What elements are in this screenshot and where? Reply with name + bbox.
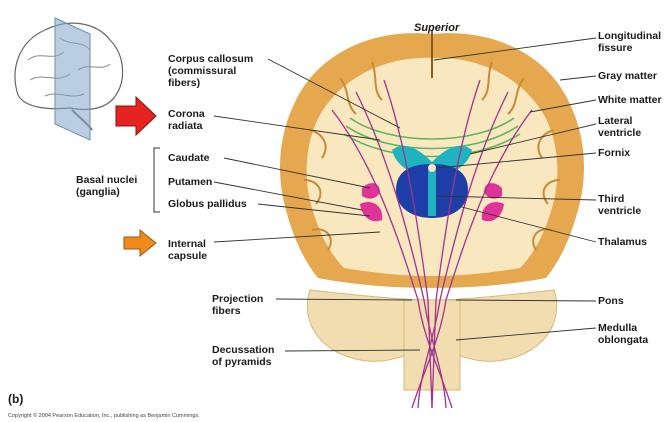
brain-thumbnail-icon <box>15 18 123 140</box>
label-caudate: Caudate <box>168 152 209 164</box>
label-corona-radiata: Corona radiata <box>168 108 205 132</box>
label-decussation-of-pyramids: Decussation of pyramids <box>212 344 274 368</box>
label-lateral-ventricle: Lateral ventricle <box>598 115 641 139</box>
label-white-matter: White matter <box>598 94 662 106</box>
orange-arrow-icon <box>124 230 156 256</box>
label-medulla-oblongata: Medulla oblongata <box>598 322 648 346</box>
label-globus-pallidus: Globus pallidus <box>168 198 247 210</box>
copyright-notice: Copyright © 2004 Pearson Education, Inc.… <box>8 410 200 422</box>
label-fornix: Fornix <box>598 147 630 159</box>
third-ventricle <box>428 170 436 216</box>
basal-nuclei-bracket <box>154 148 160 212</box>
label-thalamus: Thalamus <box>598 236 647 248</box>
label-corpus-callosum: Corpus callosum (commissural fibers) <box>168 53 253 89</box>
fornix <box>428 164 436 172</box>
label-third-ventricle: Third ventricle <box>598 193 641 217</box>
label-superior: Superior <box>414 22 459 34</box>
label-basal-nuclei: Basal nuclei (ganglia) <box>76 174 137 198</box>
label-pons: Pons <box>598 295 624 307</box>
label-gray-matter: Gray matter <box>598 70 657 82</box>
panel-label: (b) <box>8 393 23 405</box>
label-internal-capsule: Internal capsule <box>168 238 207 262</box>
red-arrow-icon <box>116 97 156 135</box>
label-projection-fibers: Projection fibers <box>212 293 263 317</box>
label-longitudinal-fissure: Longitudinal fissure <box>598 30 661 54</box>
label-putamen: Putamen <box>168 176 212 188</box>
